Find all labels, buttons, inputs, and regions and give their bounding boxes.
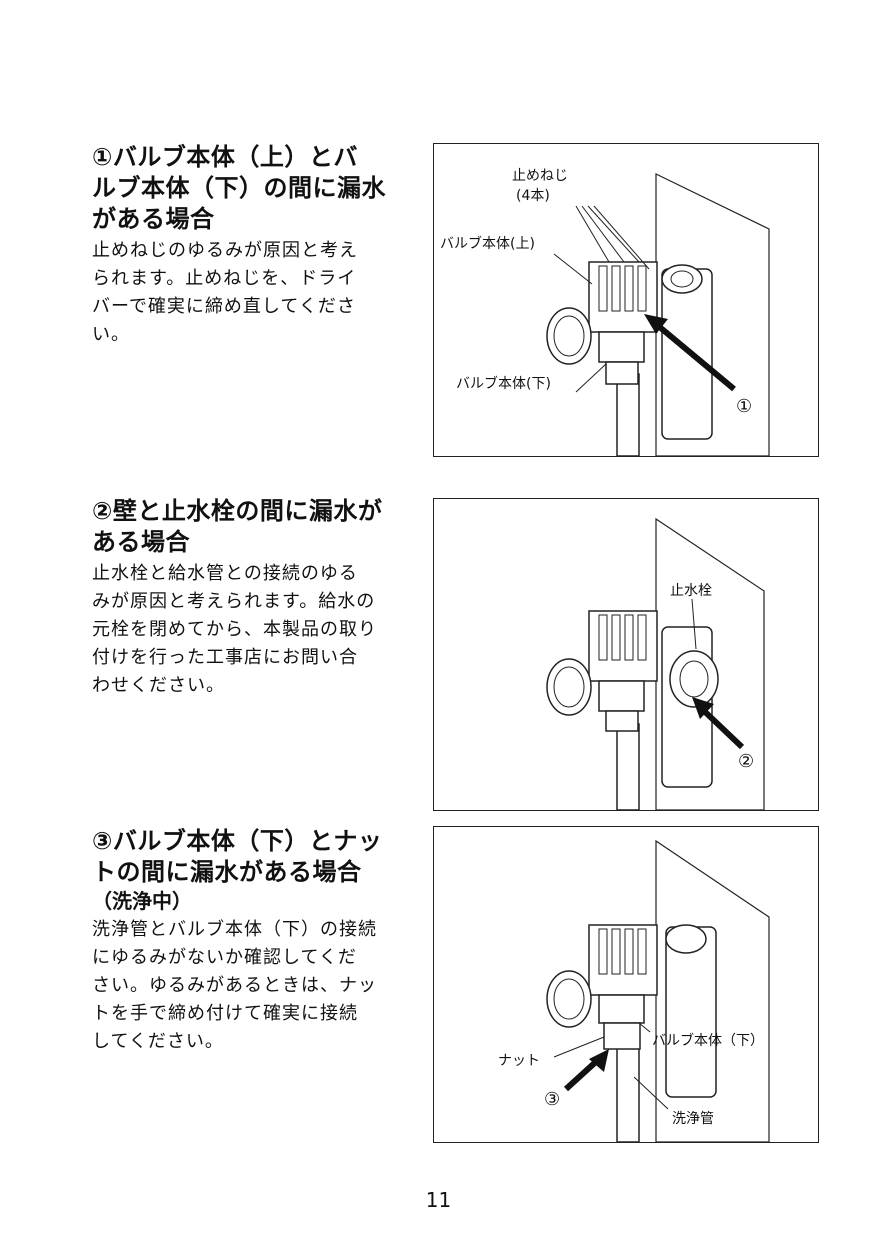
body-line: 止めねじのゆるみが原因と考え [92, 240, 358, 261]
body-line: さい。ゆるみがあるときは、ナッ [92, 975, 377, 996]
valve-illustration-3: バルブ本体（下） ナット 洗浄管 ③ [498, 839, 770, 1142]
section-3: ③バルブ本体（下）とナッ トの間に漏水がある場合 （洗浄中） 洗浄管とバルブ本体… [92, 826, 412, 1056]
section-1: ①バルブ本体（上）とバ ルブ本体（下）の間に漏水 がある場合 止めねじのゆるみが… [92, 142, 412, 349]
section-2: ②壁と止水栓の間に漏水が ある場合 止水栓と給水管との接続のゆる みが原因と考え… [92, 496, 412, 700]
label-screws-count: (4本) [516, 188, 550, 204]
heading-line: ②壁と止水栓の間に漏水が [92, 497, 383, 525]
marker-2: ② [738, 751, 754, 772]
marker-1: ① [736, 396, 752, 417]
body-line: バーで確実に締め直してくださ [92, 296, 356, 317]
section-2-body: 止水栓と給水管との接続のゆる みが原因と考えられます。給水の 元栓を閉めてから、… [92, 560, 412, 700]
section-1-body: 止めねじのゆるみが原因と考え られます。止めねじを、ドライ バーで確実に締め直し… [92, 237, 412, 349]
figure-1: 止めねじ (4本) バルブ本体(上) バルブ本体(下) ① [433, 143, 819, 457]
heading-line: ①バルブ本体（上）とバ [92, 143, 358, 171]
body-line: トを手で締め付けて確実に接続 [92, 1003, 358, 1024]
heading-line: ③バルブ本体（下）とナッ [92, 827, 383, 855]
heading-line: がある場合 [92, 205, 215, 233]
figure-3: バルブ本体（下） ナット 洗浄管 ③ [433, 826, 819, 1143]
section-3-heading: ③バルブ本体（下）とナッ トの間に漏水がある場合 [92, 826, 412, 888]
body-line: 洗浄管とバルブ本体（下）の接続 [92, 919, 377, 940]
label-flush-pipe: 洗浄管 [672, 1111, 714, 1127]
valve-illustration-2: 止水栓 ② [546, 517, 765, 810]
label-stop-valve: 止水栓 [670, 583, 712, 599]
body-line: 付けを行った工事店にお問い合 [92, 647, 358, 668]
section-2-heading: ②壁と止水栓の間に漏水が ある場合 [92, 496, 412, 558]
body-line: 止水栓と給水管との接続のゆる [92, 563, 358, 584]
body-line: 元栓を閉めてから、本製品の取り [92, 619, 377, 640]
label-valve-lower-3: バルブ本体（下） [652, 1032, 764, 1049]
label-valve-lower: バルブ本体(下) [456, 375, 551, 392]
marker-3: ③ [544, 1089, 560, 1110]
page-number: 11 [425, 1188, 452, 1212]
body-line: してください。 [92, 1031, 224, 1052]
label-nut: ナット [498, 1053, 540, 1069]
body-line: にゆるみがないか確認してくだ [92, 947, 357, 968]
body-line: わせください。 [92, 675, 225, 696]
section-3-subheading: （洗浄中） [92, 889, 192, 913]
body-line: い。 [92, 324, 130, 345]
valve-illustration-1: 止めねじ (4本) バルブ本体(上) バルブ本体(下) ① [440, 168, 770, 456]
figure-2: 止水栓 ② [433, 498, 819, 811]
heading-line: トの間に漏水がある場合 [92, 858, 362, 886]
heading-line: ルブ本体（下）の間に漏水 [92, 174, 386, 202]
label-screws: 止めねじ [512, 168, 568, 184]
heading-line: ある場合 [92, 528, 190, 556]
section-3-body: 洗浄管とバルブ本体（下）の接続 にゆるみがないか確認してくだ さい。ゆるみがある… [92, 916, 412, 1056]
label-valve-upper: バルブ本体(上) [440, 235, 535, 252]
body-line: みが原因と考えられます。給水の [92, 591, 376, 612]
body-line: られます。止めねじを、ドライ [92, 268, 357, 289]
section-1-heading: ①バルブ本体（上）とバ ルブ本体（下）の間に漏水 がある場合 [92, 142, 412, 235]
